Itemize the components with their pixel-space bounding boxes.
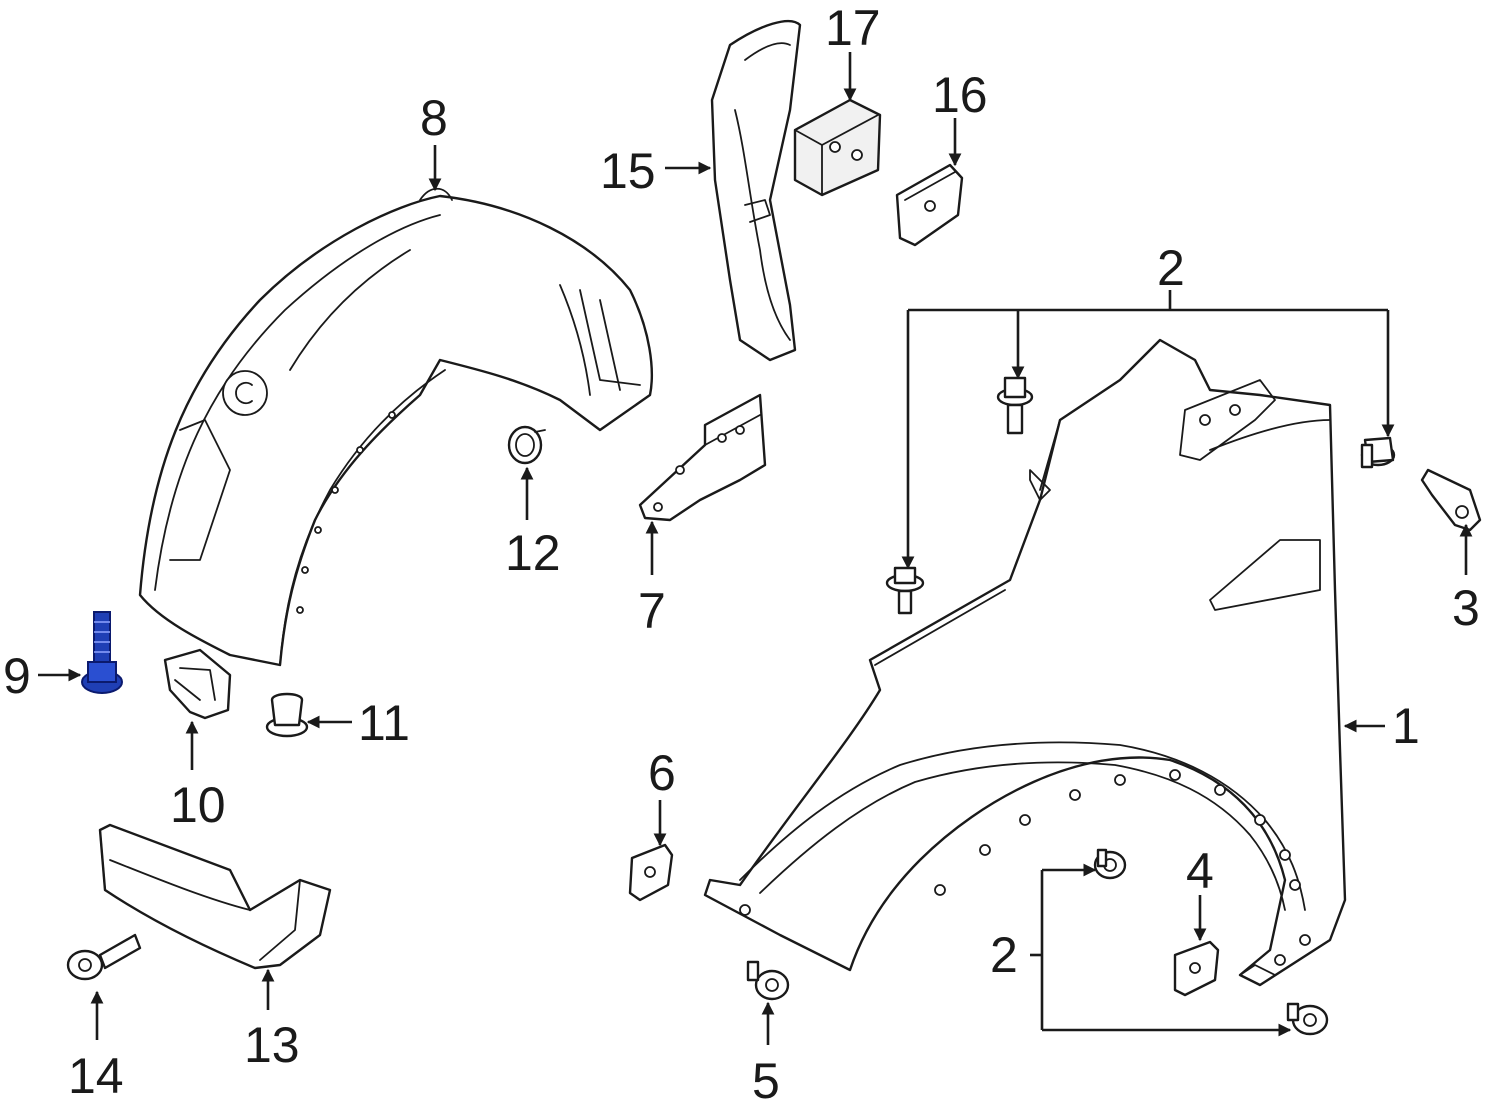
callout-7: 7 (638, 583, 666, 639)
part-13-splash-guard[interactable] (98, 823, 332, 970)
part-17-foam-block[interactable] (793, 98, 882, 197)
callout-5: 5 (752, 1053, 780, 1109)
callout-9: 9 (3, 648, 31, 704)
part-10-clip-nut[interactable] (163, 648, 232, 720)
callout-3: 3 (1452, 580, 1480, 636)
callout-11: 11 (358, 695, 410, 751)
part-9-bolt-highlighted[interactable] (81, 611, 123, 694)
part-14-bolt[interactable] (66, 933, 142, 981)
part-6-retainer-clip[interactable] (628, 843, 674, 902)
part-1-front-fender[interactable] (703, 338, 1347, 987)
callout-4: 4 (1186, 843, 1214, 899)
part-16-seal-plate[interactable] (895, 163, 964, 247)
callout-12: 12 (505, 525, 561, 581)
callout-8: 8 (420, 90, 448, 146)
part-7-support-bracket[interactable] (638, 393, 767, 522)
callout-2-lower: 2 (990, 927, 1018, 983)
part-2-bolt-upper-mid[interactable] (996, 376, 1034, 435)
part-12-push-pin[interactable] (507, 425, 546, 465)
part-8-fender-liner[interactable] (138, 187, 653, 667)
liner-c-marking (222, 370, 268, 416)
callout-6: 6 (648, 745, 676, 801)
callout-1: 1 (1392, 698, 1420, 754)
part-2-bolt-lower-top[interactable] (1093, 848, 1127, 880)
callout-17: 17 (825, 0, 881, 56)
part-4-retainer-clip[interactable] (1173, 940, 1220, 997)
part-5-bolt[interactable] (746, 960, 790, 1001)
part-11-grommet[interactable] (265, 692, 309, 738)
part-2-bolt-upper-right[interactable] (1360, 436, 1396, 469)
callout-16: 16 (932, 67, 988, 123)
part-3-mount-bracket[interactable] (1420, 468, 1482, 532)
part-2-bolt-left[interactable] (885, 566, 925, 615)
callout-2-upper: 2 (1157, 240, 1185, 296)
leader-lines (38, 52, 1473, 1045)
callout-14: 14 (68, 1048, 124, 1104)
callout-13: 13 (244, 1017, 300, 1073)
part-2-bolt-lower-bottom[interactable] (1286, 1002, 1329, 1036)
callout-10: 10 (170, 777, 226, 833)
callout-labels: 1 2 2 3 4 5 6 7 8 9 10 11 12 13 14 15 16… (3, 0, 1480, 1109)
part-15-fender-bracket[interactable] (710, 19, 802, 362)
callout-15: 15 (600, 143, 656, 199)
